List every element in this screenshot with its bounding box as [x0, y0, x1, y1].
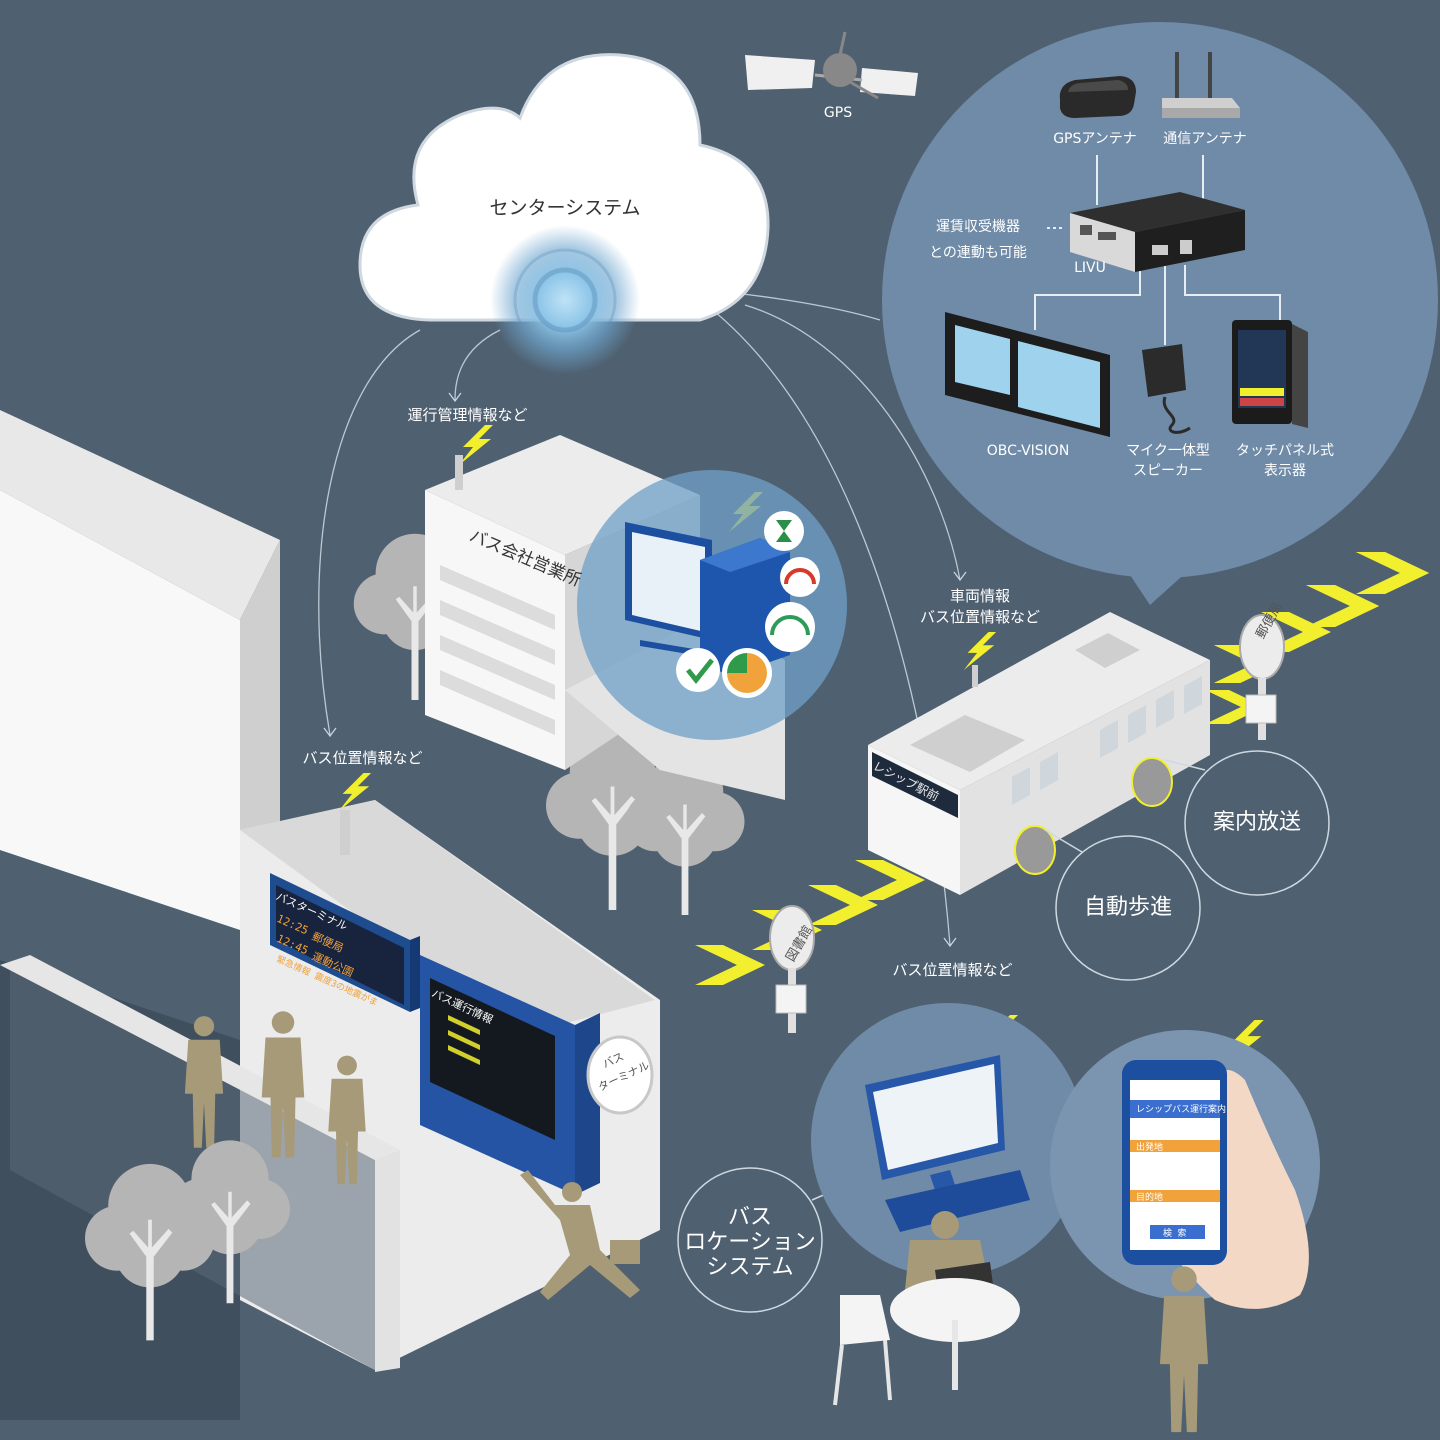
bus [868, 612, 1210, 895]
fare-link-label-1: 運賃収受機器 [936, 219, 1020, 235]
link-label-vehicle-2: バス位置情報など [919, 608, 1040, 626]
feature-bus-location-1: バス [727, 1205, 772, 1230]
link-label-office: 運行管理情報など [407, 406, 528, 424]
obc-vision-label: OBC-VISION [986, 443, 1070, 459]
bus-stop-library [769, 905, 815, 1033]
cafe-table [833, 1278, 1020, 1406]
center-cloud [358, 53, 770, 375]
device-wires [1034, 155, 1281, 345]
speaker-label-2: スピーカー [1133, 463, 1203, 479]
server-bubble [577, 470, 847, 740]
link-label-terminal: バス位置情報など [302, 749, 423, 767]
gps-satellite [745, 31, 918, 100]
signal-bolt-bus [963, 632, 997, 670]
equipment-bubble [882, 22, 1438, 605]
phone-bubble [1050, 1030, 1320, 1309]
phone-search-button: 検 索 [1163, 1229, 1187, 1239]
comm-antenna-label: 通信アンテナ [1163, 131, 1247, 147]
running-passenger [520, 1170, 640, 1300]
comm-antenna-device [1162, 52, 1240, 118]
livu-label: LIVU [1074, 260, 1106, 276]
arrow-heads [323, 392, 967, 948]
satellite-label: GPS [823, 105, 853, 121]
livu-device [1070, 192, 1245, 272]
speaker-device [1142, 344, 1191, 434]
feature-bus-location-2: ロケーション [684, 1230, 816, 1255]
touch-panel-label-2: 表示器 [1264, 463, 1306, 479]
cloud-label: センターシステム [489, 197, 641, 219]
obc-vision-device [945, 312, 1110, 437]
feature-announce: 案内放送 [1212, 810, 1301, 835]
fare-link-label-2: との連動も可能 [929, 245, 1027, 261]
gps-antenna-label: GPSアンテナ [1053, 131, 1137, 147]
phone-origin-label: 出発地 [1136, 1143, 1164, 1153]
link-label-vehicle-1: 車両情報 [949, 587, 1010, 605]
phone-app-title: レシップバス運行案内 [1136, 1105, 1227, 1115]
signal-bolt-office [459, 425, 493, 465]
operation-info-board [420, 955, 600, 1195]
feature-bus-location-3: システム [706, 1255, 794, 1280]
touch-panel-label-1: タッチパネル式 [1236, 443, 1334, 459]
terminal-round-sign [586, 1035, 654, 1115]
departure-board [270, 873, 420, 1012]
speaker-label-1: マイク一体型 [1126, 443, 1210, 459]
link-label-location: バス位置情報など [892, 961, 1013, 979]
feature-circles [677, 750, 1330, 1313]
touch-panel-device [1232, 320, 1308, 428]
gps-antenna-device [1059, 76, 1136, 118]
feature-auto-advance: 自動歩進 [1083, 895, 1172, 920]
pc-bubble [811, 1003, 1085, 1305]
phone-destination-label: 目的地 [1136, 1193, 1164, 1203]
bus-stop-post-office [1239, 614, 1285, 740]
